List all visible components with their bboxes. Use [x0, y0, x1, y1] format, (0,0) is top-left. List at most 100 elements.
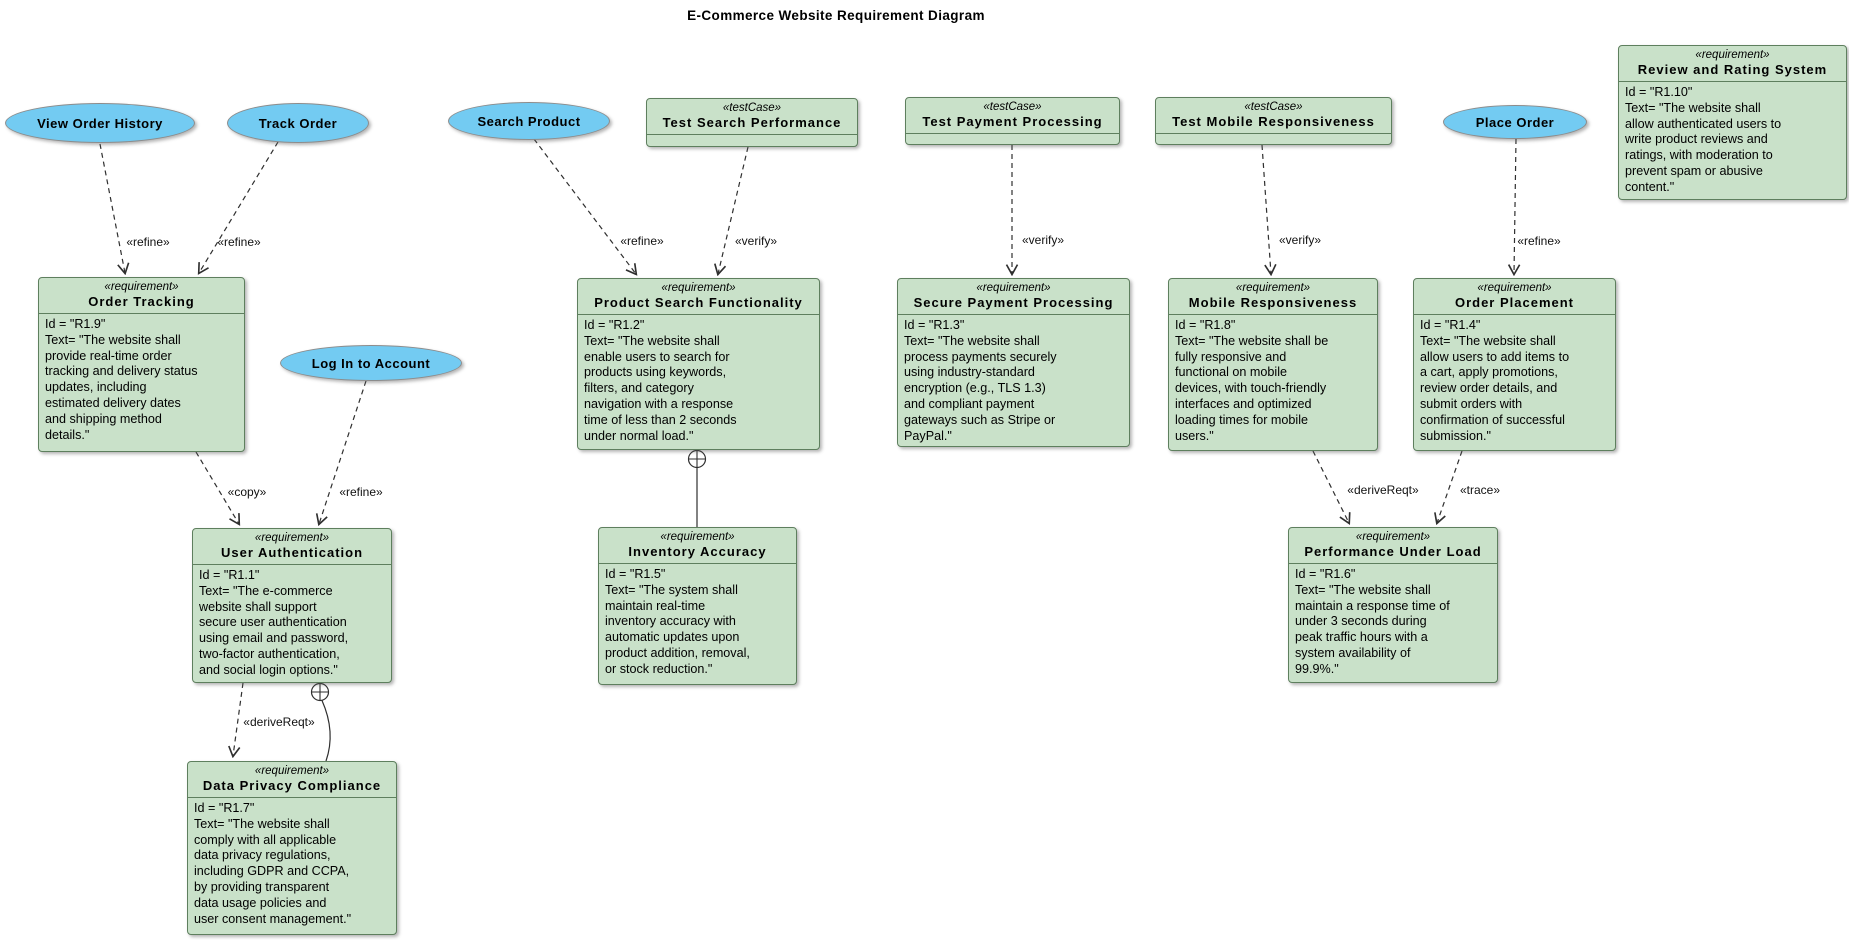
stereotype-label: «requirement» [1695, 49, 1770, 61]
edge-refine [1514, 138, 1516, 274]
edge-refine [199, 141, 279, 273]
stereotype-label: «requirement» [104, 281, 179, 293]
use-case-label: Place Order [1475, 114, 1555, 130]
requirement-header: «requirement» User Authentication [193, 529, 391, 565]
requirement-inventory-accuracy[interactable]: «requirement» Inventory Accuracy Id = "R… [598, 527, 797, 685]
use-case-log-in-to-account[interactable]: Log In to Account [280, 345, 462, 381]
edge-derivereqt [233, 682, 244, 756]
edge-trace [1437, 450, 1463, 523]
edge-label-refine: «refine» [217, 235, 261, 249]
testcase-test-search-performance[interactable]: «testCase» Test Search Performance [646, 98, 858, 147]
requirement-header: «requirement» Secure Payment Processing [898, 279, 1129, 315]
requirement-title: User Authentication [220, 545, 364, 560]
use-case-place-order[interactable]: Place Order [1443, 105, 1587, 139]
edge-label-refine: «refine» [126, 235, 170, 249]
testcase-title: Test Payment Processing [922, 114, 1103, 129]
requirement-title: Secure Payment Processing [913, 295, 1114, 310]
requirement-body-text: Id = "R1.3" Text= "The website shall pro… [904, 318, 1057, 443]
stereotype-label: «requirement» [1355, 531, 1431, 543]
requirement-header: «requirement» Data Privacy Compliance [188, 762, 396, 798]
requirement-header: «requirement» Order Placement [1414, 279, 1615, 315]
edge-refine [319, 380, 367, 524]
requirement-data-privacy-compliance[interactable]: «requirement» Data Privacy Compliance Id… [187, 761, 397, 935]
use-case-search-product[interactable]: Search Product [448, 102, 610, 140]
requirement-product-search-functionality[interactable]: «requirement» Product Search Functionali… [577, 278, 820, 450]
edge-verify [718, 146, 749, 274]
requirement-header: «requirement» Review and Rating System [1619, 46, 1846, 82]
requirement-secure-payment-processing[interactable]: «requirement» Secure Payment Processing … [897, 278, 1130, 447]
requirement-order-placement[interactable]: «requirement» Order Placement Id = "R1.4… [1413, 278, 1616, 451]
stereotype-label: «requirement» [1235, 282, 1311, 294]
requirement-review-and-rating-system[interactable]: «requirement» Review and Rating System I… [1618, 45, 1847, 200]
stereotype-label: «testCase» [722, 102, 782, 114]
requirement-body-text: Id = "R1.5" Text= "The system shall main… [605, 567, 750, 676]
requirement-title: Mobile Responsiveness [1188, 295, 1358, 310]
testcase-body-empty [1156, 134, 1391, 144]
requirement-title: Order Tracking [88, 294, 195, 309]
stereotype-label: «testCase» [983, 101, 1042, 113]
requirement-body-text: Id = "R1.2" Text= "The website shall ena… [584, 318, 737, 443]
stereotype-label: «requirement» [660, 531, 735, 543]
testcase-test-payment-processing[interactable]: «testCase» Test Payment Processing [905, 97, 1120, 145]
testcase-header: «testCase» Test Search Performance [647, 99, 857, 135]
testcase-header: «testCase» Test Payment Processing [906, 98, 1119, 134]
edge-label-derivereqt: «deriveReqt» [1347, 483, 1419, 497]
edge-label-refine: «refine» [339, 485, 383, 499]
stereotype-label: «testCase» [1244, 101, 1303, 113]
use-case-label: Search Product [477, 113, 581, 129]
requirement-body-text: Id = "R1.7" Text= "The website shall com… [194, 801, 352, 926]
use-case-track-order[interactable]: Track Order [227, 103, 369, 143]
requirement-header: «requirement» Inventory Accuracy [599, 528, 796, 564]
requirement-body-text: Id = "R1.6" Text= "The website shall mai… [1295, 567, 1450, 676]
stereotype-label: «requirement» [976, 282, 1051, 294]
stereotype-label: «requirement» [1477, 282, 1552, 294]
edge-verify [1261, 144, 1271, 274]
use-case-label: View Order History [37, 115, 163, 131]
edge-label-verify: «verify» [735, 234, 777, 248]
edge-label-refine: «refine» [1517, 234, 1561, 248]
testcase-test-mobile-responsiveness[interactable]: «testCase» Test Mobile Responsiveness [1155, 97, 1392, 145]
requirement-header: «requirement» Mobile Responsiveness [1169, 279, 1377, 315]
requirement-order-tracking[interactable]: «requirement» Order Tracking Id = "R1.9"… [38, 277, 245, 452]
edge-derivereqt [1312, 450, 1349, 523]
testcase-body-empty [647, 135, 857, 146]
edge-label-verify: «verify» [1279, 233, 1321, 247]
use-case-view-order-history[interactable]: View Order History [5, 103, 195, 143]
requirement-title: Order Placement [1454, 295, 1575, 310]
requirement-title: Performance Under Load [1304, 544, 1482, 559]
edge-refine [533, 138, 636, 274]
requirement-body-text: Id = "R1.1" Text= "The e-commerce websit… [199, 568, 349, 677]
edge-label-derivereqt: «deriveReqt» [243, 715, 315, 729]
requirement-header: «requirement» Performance Under Load [1289, 528, 1497, 564]
use-case-label: Track Order [258, 115, 338, 131]
requirement-body-text: Id = "R1.10" Text= "The website shall al… [1625, 85, 1782, 194]
requirement-header: «requirement» Product Search Functionali… [578, 279, 819, 315]
contains-connector-line [321, 700, 331, 762]
edge-copy [195, 451, 239, 524]
requirement-title: Product Search Functionality [594, 295, 803, 310]
testcase-title: Test Mobile Responsiveness [1172, 114, 1375, 129]
diagram-title: E-Commerce Website Requirement Diagram [687, 8, 985, 23]
requirement-header: «requirement» Order Tracking [39, 278, 244, 314]
edge-label-copy: «copy» [228, 485, 267, 499]
requirement-user-authentication[interactable]: «requirement» User Authentication Id = "… [192, 528, 392, 683]
requirement-body-text: Id = "R1.9" Text= "The website shall pro… [45, 317, 198, 442]
testcase-title: Test Search Performance [662, 115, 842, 130]
requirement-body-text: Id = "R1.4" Text= "The website shall all… [1420, 318, 1570, 443]
requirement-performance-under-load[interactable]: «requirement» Performance Under Load Id … [1288, 527, 1498, 683]
requirement-body-text: Id = "R1.8" Text= "The website shall be … [1175, 318, 1329, 443]
edge-label-verify: «verify» [1022, 233, 1064, 247]
edge-label-trace: «trace» [1460, 483, 1500, 497]
requirement-title: Review and Rating System [1637, 62, 1828, 77]
use-case-label: Log In to Account [311, 355, 431, 371]
requirement-title: Inventory Accuracy [628, 544, 767, 559]
edge-refine [99, 143, 125, 273]
stereotype-label: «requirement» [661, 282, 736, 294]
testcase-header: «testCase» Test Mobile Responsiveness [1156, 98, 1391, 134]
requirement-title: Data Privacy Compliance [202, 778, 382, 793]
edge-label-refine: «refine» [620, 234, 664, 248]
stereotype-label: «requirement» [254, 532, 330, 544]
requirement-mobile-responsiveness[interactable]: «requirement» Mobile Responsiveness Id =… [1168, 278, 1378, 451]
